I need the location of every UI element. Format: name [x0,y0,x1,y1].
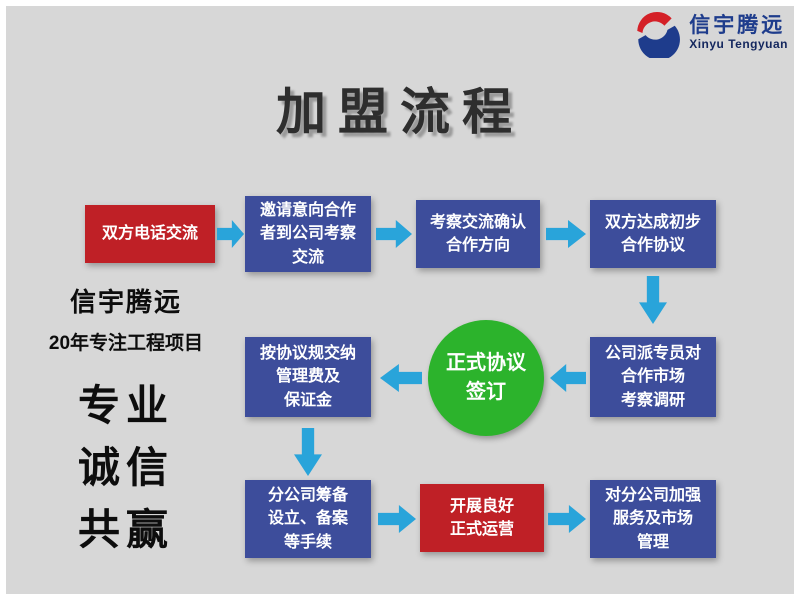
flow-step-market-research: 公司派专员对 合作市场 考察调研 [590,337,716,417]
flow-step-formal-operation: 开展良好 正式运营 [420,484,544,552]
page-title: 加盟流程 [276,84,524,140]
flow-step-phone-communication: 双方电话交流 [85,205,215,263]
flow-step-label: 正式协议 签订 [446,352,526,403]
logo-text-block: 信宇腾远 Xinyu Tengyuan [689,14,788,52]
flow-step-invite-visit: 邀请意向合作 者到公司考察 交流 [245,196,371,272]
flow-step-label: 考察交流确认 合作方向 [429,213,526,254]
logo-brand-cn: 信宇腾远 [689,14,786,38]
flow-step-pay-fees-deposit: 按协议规交纳 管理费及 保证金 [245,337,371,417]
sidebar-value-integrity: 诚信 [77,444,174,491]
flow-step-branch-setup-filing: 分公司筹备 设立、备案 等手续 [245,480,371,558]
logo-swirl-icon [637,11,681,58]
flow-step-formal-agreement-signing: 正式协议 签订 [428,320,544,436]
flow-step-label: 公司派专员对 合作市场 考察调研 [604,345,701,409]
flow-step-label: 分公司筹备 设立、备案 等手续 [267,487,348,551]
sidebar-brand: 信宇腾远 [69,287,182,317]
company-logo: 信宇腾远 Xinyu Tengyuan [631,8,788,58]
flow-step-label: 按协议规交纳 管理费及 保证金 [259,345,356,409]
flow-step-label: 对分公司加强 服务及市场 管理 [604,487,701,551]
flow-step-strengthen-service-management: 对分公司加强 服务及市场 管理 [590,480,716,558]
logo-brand-en: Xinyu Tengyuan [689,37,788,52]
sidebar-value-professional: 专业 [77,382,174,429]
flow-step-confirm-direction: 考察交流确认 合作方向 [416,200,540,268]
flow-step-label: 双方电话交流 [101,225,198,243]
flow-step-label: 双方达成初步 合作协议 [604,213,701,254]
sidebar-tagline: 20年专注工程项目 [48,333,204,354]
flow-step-preliminary-agreement: 双方达成初步 合作协议 [590,200,716,268]
sidebar-value-winwin: 共赢 [77,506,174,553]
flow-step-label: 开展良好 正式运营 [449,497,514,538]
flow-step-label: 邀请意向合作 者到公司考察 交流 [259,202,356,266]
